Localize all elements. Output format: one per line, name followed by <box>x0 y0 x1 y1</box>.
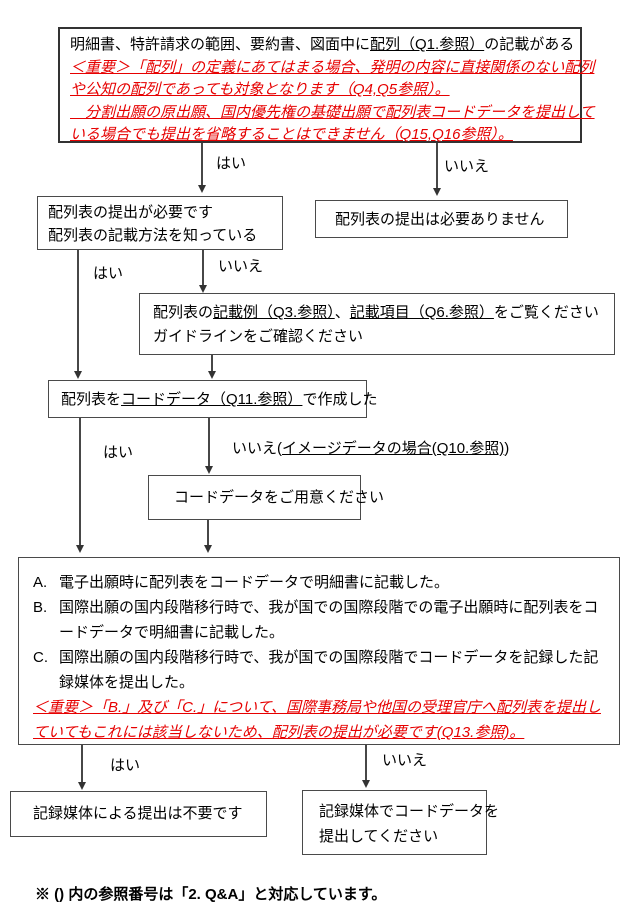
connector-yes-3 <box>79 418 81 546</box>
arrowhead-yes-4 <box>78 782 86 790</box>
connector-yes-2 <box>77 250 79 372</box>
connector-guidelines-down <box>211 355 213 372</box>
label-no-3: いいえ(イメージデータの場合(Q10.参照)) <box>232 440 509 458</box>
label-yes-3: はい <box>103 444 134 461</box>
prepare-code-data-box: コードデータをご用意ください <box>148 475 384 520</box>
important-note-line3: 分割出願の原出願、国内優先権の基礎出願で配列表コードデータを提出して <box>70 103 595 121</box>
case-c-marker: C. <box>33 649 48 666</box>
case-c-text: 国際出願の国内段階移行時で、我が国での国際段階でコードデータを記録した記録媒体を… <box>59 649 599 691</box>
connector-no-4 <box>365 744 367 781</box>
connector-no-3 <box>208 418 210 467</box>
arrowhead-no-2 <box>199 285 207 293</box>
prepare-code-data-text: コードデータをご用意ください <box>174 489 385 506</box>
guidelines-pre: 配列表の <box>153 304 214 321</box>
important-note-line4: いる場合でも提出を省略することはできません（Q15,Q16参照）。 <box>70 126 513 143</box>
code-data-pre: 配列表を <box>61 391 122 408</box>
label-yes-2: はい <box>93 265 124 282</box>
case-b-marker: B. <box>33 599 48 616</box>
arrowhead-no-4 <box>362 780 370 788</box>
created-code-data-box: 配列表をコードデータ（Q11.参照）で作成した <box>48 380 377 418</box>
case-item-c: C. 国際出願の国内段階移行時で、我が国での国際段階でコードデータを記録した記録… <box>33 645 611 695</box>
submission-required-box: 配列表の提出が必要です 配列表の記載方法を知っている <box>37 196 283 250</box>
code-data-post: で作成した <box>302 391 378 408</box>
see-guidelines-line1: 配列表の記載例（Q3.参照）、記載項目（Q6.参照）をご覧ください <box>153 301 614 325</box>
see-guidelines-box: 配列表の記載例（Q3.参照）、記載項目（Q6.参照）をご覧ください ガイドライン… <box>139 293 615 355</box>
submit-medium-line2: 提出してください <box>319 828 439 845</box>
arrowhead-no-1 <box>433 188 441 196</box>
arrowhead-guidelines-down <box>208 371 216 379</box>
medium-not-needed-text: 記録媒体による提出は不要です <box>33 805 243 822</box>
guidelines-post: をご覧ください <box>493 304 599 321</box>
case-b-text: 国際出願の国内段階移行時で、我が国での国際段階での電子出願時に配列表をコードデー… <box>59 599 599 641</box>
connector-prepare-down <box>207 520 209 546</box>
case-item-a: A. 電子出願時に配列表をコードデータで明細書に記載した。 <box>33 570 611 595</box>
abc-important-note: ＜重要＞「B.」及び「C.」について、国際事務局や他国の受理官庁へ配列表を提出し… <box>33 699 601 741</box>
label-no-4: いいえ <box>382 752 428 769</box>
arrowhead-no-3 <box>205 466 213 474</box>
start-line1-pre: 明細書、特許請求の範囲、要約書、図面中に <box>70 36 371 53</box>
connector-yes-4 <box>81 745 83 783</box>
label-no-3-pre: いいえ( <box>232 440 282 457</box>
case-a-marker: A. <box>33 574 48 591</box>
guidelines-ref-q6: 記載項目（Q6.参照） <box>349 304 494 321</box>
arrowhead-yes-1 <box>198 185 206 193</box>
submit-medium-box: 記録媒体でコードデータを 提出してください <box>302 790 500 855</box>
submission-required-line1: 配列表の提出が必要です <box>48 204 214 221</box>
submission-not-required-box: 配列表の提出は必要ありません <box>315 200 568 238</box>
label-no-3-ref-q10: イメージデータの場合(Q10.参照) <box>282 440 505 457</box>
label-yes-4: はい <box>110 757 141 774</box>
label-yes-1: はい <box>216 155 247 172</box>
case-a-text: 電子出願時に配列表をコードデータで明細書に記載した。 <box>59 574 450 591</box>
label-no-1: いいえ <box>444 158 490 175</box>
start-line1-ref-q1: 配列（Q1.参照） <box>370 36 485 53</box>
important-note-line2: や公知の配列であっても対象となります（Q4,Q5参照）。 <box>70 81 450 98</box>
guidelines-ref-q3: 記載例（Q3.参照） <box>213 304 335 321</box>
connector-no-2 <box>202 250 204 286</box>
important-note-line1: ＜重要＞「配列」の定義にあてはまる場合、発明の内容に直接関係のない配列 <box>70 58 595 76</box>
see-guidelines-line2: ガイドラインをご確認ください <box>153 328 364 345</box>
footnote: ※ () 内の参照番号は「2. Q&A」と対応しています。 <box>35 886 387 903</box>
submit-medium-line1: 記録媒体でコードデータを <box>319 803 500 820</box>
arrowhead-prepare-down <box>204 545 212 553</box>
start-condition-line1: 明細書、特許請求の範囲、要約書、図面中に配列（Q1.参照）の記載がある <box>70 34 575 57</box>
label-no-2: いいえ <box>218 258 264 275</box>
connector-yes-1 <box>201 143 203 186</box>
connector-no-1 <box>436 143 438 189</box>
arrowhead-yes-2 <box>74 371 82 379</box>
arrowhead-yes-3 <box>76 545 84 553</box>
start-line1-post: の記載がある <box>484 36 575 53</box>
medium-not-needed-box: 記録媒体による提出は不要です <box>10 791 267 837</box>
submission-not-required-text: 配列表の提出は必要ありません <box>335 211 545 228</box>
case-item-b: B. 国際出願の国内段階移行時で、我が国での国際段階での電子出願時に配列表をコー… <box>33 595 611 645</box>
start-condition-box: 明細書、特許請求の範囲、要約書、図面中に配列（Q1.参照）の記載がある ＜重要＞… <box>58 27 595 143</box>
code-data-ref-q11: コードデータ（Q11.参照） <box>121 391 303 408</box>
guidelines-mid: 、 <box>334 304 350 321</box>
submission-required-line2: 配列表の記載方法を知っている <box>48 227 258 244</box>
abc-cases-box: A. 電子出願時に配列表をコードデータで明細書に記載した。 B. 国際出願の国内… <box>18 557 620 745</box>
label-no-3-post: ) <box>504 440 510 457</box>
